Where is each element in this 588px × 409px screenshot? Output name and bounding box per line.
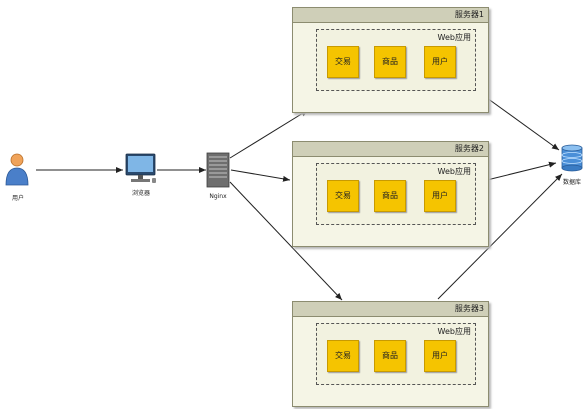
server-box-3: 服务器3 Web应用 交易 商品 用户 [292, 301, 489, 407]
server-title: 服务器1 [293, 8, 488, 23]
module-user: 用户 [424, 340, 456, 372]
module-user: 用户 [424, 46, 456, 78]
arrow-nginx-server1 [229, 109, 309, 159]
browser-label: 浏览器 [131, 190, 150, 197]
nginx-label: Nginx [209, 193, 227, 200]
web-app-label: Web应用 [437, 33, 471, 42]
server-box-1: 服务器1 Web应用 交易 商品 用户 [292, 7, 489, 113]
web-app-container: Web应用 交易 商品 用户 [316, 163, 476, 225]
arrow-nginx-server2 [230, 169, 291, 182]
web-app-label: Web应用 [437, 327, 471, 336]
arrow-server3-db [437, 173, 563, 300]
arrow-nginx-server3 [229, 181, 343, 301]
web-app-label: Web应用 [437, 167, 471, 176]
web-app-container: Web应用 交易 商品 用户 [316, 29, 476, 91]
module-trade: 交易 [327, 46, 359, 78]
module-trade: 交易 [327, 180, 359, 212]
module-goods: 商品 [374, 180, 406, 212]
server-title: 服务器3 [293, 302, 488, 317]
arrow-server2-db [486, 161, 557, 181]
module-user: 用户 [424, 180, 456, 212]
server-box-2: 服务器2 Web应用 交易 商品 用户 [292, 141, 489, 247]
database-icon [561, 144, 583, 172]
module-goods: 商品 [374, 46, 406, 78]
server-title: 服务器2 [293, 142, 488, 157]
server-tower-icon [206, 152, 230, 188]
module-trade: 交易 [327, 340, 359, 372]
web-app-container: Web应用 交易 商品 用户 [316, 323, 476, 385]
module-goods: 商品 [374, 340, 406, 372]
database-label: 数据库 [562, 179, 581, 186]
user-icon [5, 153, 29, 186]
user-label: 用户 [11, 195, 24, 202]
arrow-server1-db [486, 97, 560, 151]
computer-icon [125, 153, 156, 183]
